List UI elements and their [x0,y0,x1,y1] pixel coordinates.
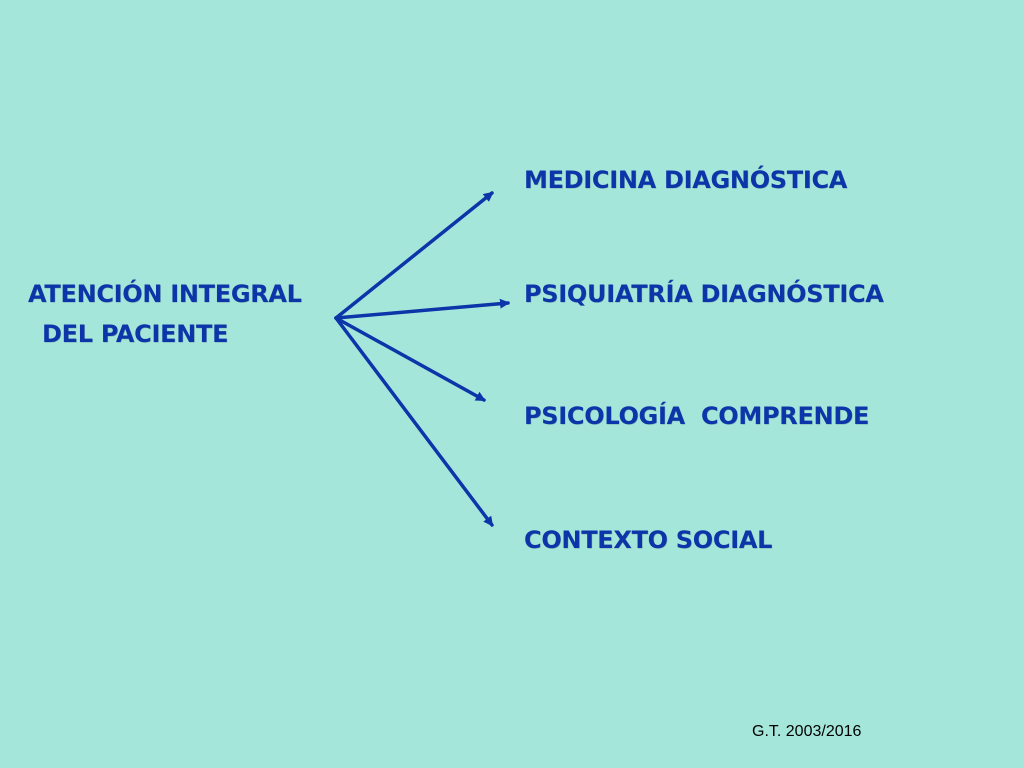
arrow-to-psicologia [334,316,486,402]
arrow-to-medicina [334,191,494,320]
target-node-psicologia: PSICOLOGÍA COMPRENDE [524,402,870,430]
credit-footer: G.T. 2003/2016 [752,723,862,740]
target-node-contexto: CONTEXTO SOCIAL [524,526,773,554]
target-node-medicina: MEDICINA DIAGNÓSTICA [524,166,848,194]
source-node-subtitle: DEL PACIENTE [34,320,229,348]
source-node-title: ATENCIÓN INTEGRAL [28,280,302,308]
target-node-psiquiatria: PSIQUIATRÍA DIAGNÓSTICA [524,280,884,308]
arrow-to-contexto [334,316,494,527]
arrow-to-psiquiatria [334,298,510,320]
